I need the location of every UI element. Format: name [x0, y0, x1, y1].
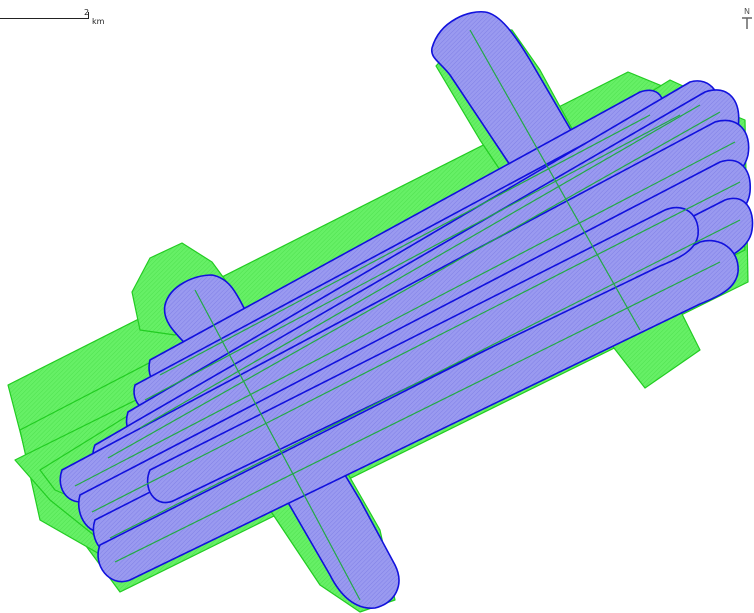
centerline-layer	[74, 29, 741, 601]
track-centerline	[159, 114, 651, 376]
scale-line	[0, 18, 88, 19]
track-centerline	[139, 104, 701, 429]
track-centerline	[107, 111, 721, 459]
scale-value: 2	[84, 8, 90, 17]
track-centerline	[144, 114, 681, 401]
scale-bar: 2 km	[0, 6, 120, 28]
north-label: N	[744, 7, 750, 16]
track-centerline	[74, 141, 736, 487]
scale-unit: km	[92, 17, 105, 26]
north-arrow-icon: N	[741, 8, 753, 32]
track-centerline	[114, 261, 721, 563]
north-arrow-shape	[742, 17, 752, 29]
track-centerline	[91, 181, 741, 513]
scale-tick	[88, 12, 89, 19]
track-layer	[59, 10, 754, 609]
track-centerline	[109, 219, 741, 539]
track-centerline	[469, 29, 641, 331]
track-swath[interactable]	[146, 206, 699, 504]
